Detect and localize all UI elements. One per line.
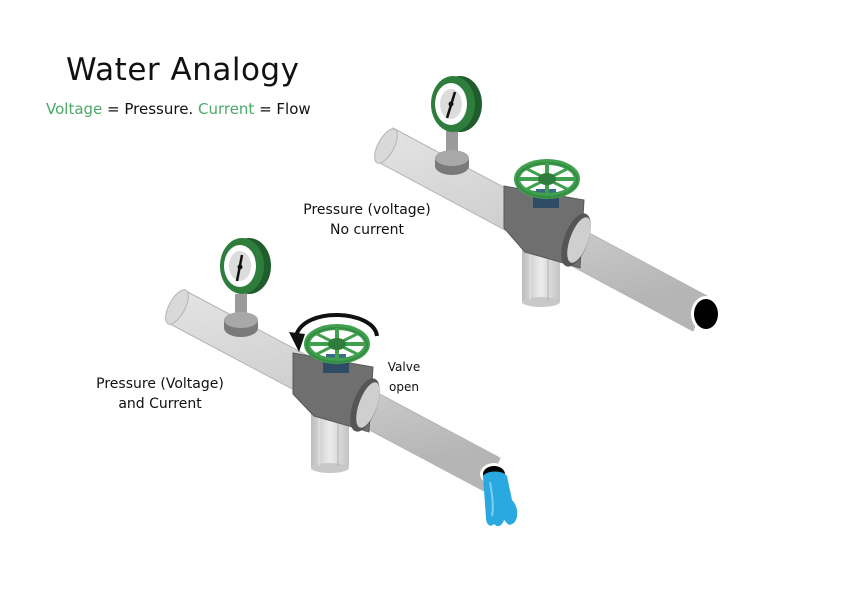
diagram-subtitle: Voltage = Pressure. Current = Flow (46, 100, 311, 118)
current-term: Current (197, 100, 255, 118)
closed-valve-system (374, 76, 721, 332)
closed-label-line2: No current (330, 222, 404, 238)
open-valve-system (165, 238, 518, 527)
open-system-label: Pressure (Voltage) and Current (90, 374, 230, 414)
open-pressure-gauge (220, 238, 271, 337)
rotation-arrow-icon (289, 313, 379, 352)
water-flow (483, 471, 518, 527)
diagram-title: Water Analogy (66, 52, 300, 88)
closed-label-line1: Pressure (voltage) (303, 202, 431, 218)
flow-text: = Flow (254, 100, 311, 118)
closed-pressure-gauge (431, 76, 482, 175)
closed-system-label: Pressure (voltage) No current (298, 200, 436, 240)
open-valve-handwheel (304, 324, 370, 364)
closed-valve-handwheel (514, 159, 580, 199)
open-label-line1: Pressure (Voltage) (96, 376, 224, 392)
voltage-term: Voltage (46, 100, 103, 118)
open-label-line2: and Current (118, 396, 202, 412)
valve-open-label: Valve open (387, 360, 421, 394)
pressure-text: = Pressure. (102, 100, 198, 118)
